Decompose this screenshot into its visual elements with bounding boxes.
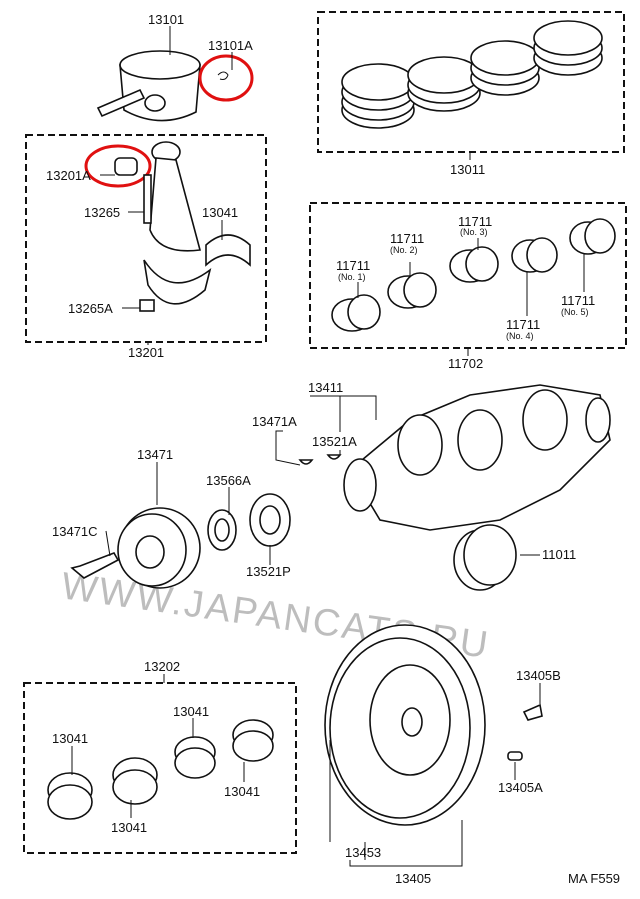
label-11711-no4: 11711 <box>506 317 540 332</box>
label-13041-c: 13041 <box>111 820 147 835</box>
label-11711-no3: 11711 <box>458 214 492 229</box>
label-11011: 11011 <box>542 547 576 562</box>
pin-bushing[interactable] <box>114 157 138 176</box>
thrust-washers[interactable] <box>453 524 517 591</box>
label-13453: 13453 <box>345 845 381 860</box>
piston-clip[interactable] <box>217 71 229 80</box>
label-13202: 13202 <box>144 659 180 674</box>
label-13101: 13101 <box>148 12 184 27</box>
label-no3: (No. 3) <box>460 227 488 237</box>
rod-bearing-set[interactable] <box>47 719 274 820</box>
label-no1: (No. 1) <box>338 272 366 282</box>
label-no2: (No. 2) <box>390 245 418 255</box>
label-13041-a: 13041 <box>173 704 209 719</box>
crankshaft[interactable] <box>343 384 611 531</box>
piston-pin[interactable] <box>96 88 146 118</box>
rod-bearing-group-box <box>23 682 297 854</box>
label-13265: 13265 <box>84 205 120 220</box>
label-13201: 13201 <box>128 345 164 360</box>
label-13471c: 13471C <box>52 524 98 539</box>
piston[interactable] <box>119 50 201 122</box>
pulley-bolt[interactable] <box>70 552 120 579</box>
label-13521p: 13521P <box>246 564 291 579</box>
label-13011: 13011 <box>450 162 485 177</box>
highlight-circle-piston-clip <box>198 54 254 102</box>
label-13411: 13411 <box>308 380 343 395</box>
label-13405b: 13405B <box>516 668 561 683</box>
label-11711-no2: 11711 <box>390 231 424 246</box>
label-13041-d: 13041 <box>224 784 260 799</box>
label-13471: 13471 <box>137 447 173 462</box>
flywheel-dowel-pin[interactable] <box>507 751 523 761</box>
main-bearings[interactable] <box>331 218 616 332</box>
rod-nut[interactable] <box>139 299 155 312</box>
label-13201a: 13201A <box>46 168 91 183</box>
label-13521a: 13521A <box>312 434 357 449</box>
rod-bolt[interactable] <box>143 174 152 224</box>
piston-rings[interactable] <box>341 20 603 129</box>
flywheel[interactable] <box>324 624 486 826</box>
flywheel-bolt[interactable] <box>522 703 543 721</box>
label-13041-b: 13041 <box>52 731 88 746</box>
rod-bearing[interactable] <box>205 234 251 267</box>
label-11711-no1: 11711 <box>336 258 370 273</box>
label-13405: 13405 <box>395 871 431 886</box>
connecting-rod[interactable] <box>143 141 212 305</box>
spacer[interactable] <box>207 509 237 551</box>
crank-pulley[interactable] <box>117 507 201 589</box>
label-13405a: 13405A <box>498 780 543 795</box>
label-11702: 11702 <box>448 356 483 371</box>
crank-keys[interactable] <box>298 454 342 465</box>
label-13566a: 13566A <box>206 473 251 488</box>
leader-lines <box>71 26 585 867</box>
label-11711-no5: 11711 <box>561 293 595 308</box>
diagram-code: MA F559 <box>568 871 620 886</box>
label-13041-rod: 13041 <box>202 205 238 220</box>
timing-gear[interactable] <box>249 493 291 547</box>
label-13101a: 13101A <box>208 38 253 53</box>
highlight-circle-pin-bushing <box>84 144 152 188</box>
label-no5: (No. 5) <box>561 307 589 317</box>
label-13471a: 13471A <box>252 414 297 429</box>
label-13265a: 13265A <box>68 301 113 316</box>
label-no4: (No. 4) <box>506 331 534 341</box>
piston-ring-group-box <box>317 11 625 153</box>
connecting-rod-group-box <box>25 134 267 343</box>
